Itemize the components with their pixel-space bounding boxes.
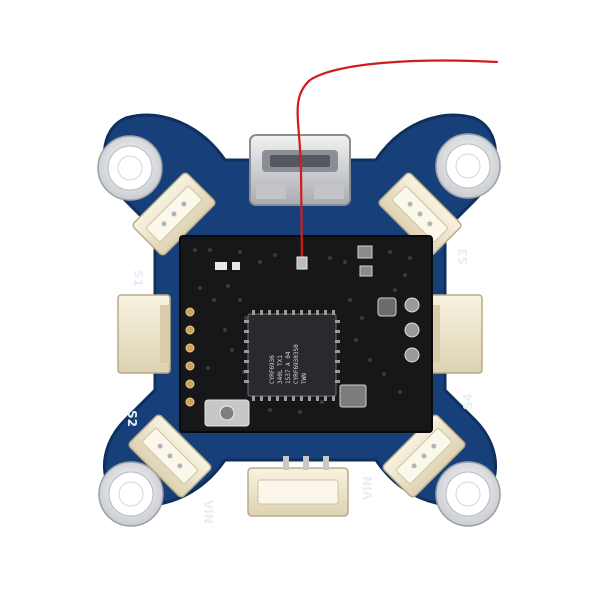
connector-s3 — [378, 172, 462, 256]
connector-right-side — [429, 294, 483, 374]
antenna-solder-point — [296, 256, 308, 270]
mounting-hole-top-right — [435, 133, 501, 199]
connector-s1 — [132, 172, 216, 256]
label-s3: S3 — [456, 248, 470, 265]
connector-s2 — [128, 414, 212, 498]
mounting-hole-bottom-left — [98, 461, 164, 527]
connector-s4 — [382, 414, 466, 498]
connector-vin-bottom — [247, 456, 349, 517]
label-s4: S4 — [461, 393, 475, 410]
mounting-hole-top-left — [97, 135, 163, 201]
chip-marking-line-3: 1537 A 04 — [285, 351, 292, 384]
chip-marking-line-2: 340L TX1 — [277, 355, 284, 384]
antenna-wire — [296, 59, 499, 264]
label-vin-right: VIN — [361, 476, 375, 500]
label-vin-left: VIN — [201, 500, 215, 524]
connector-left-side — [117, 294, 171, 374]
label-s2: S2 — [125, 410, 139, 427]
mounting-hole-bottom-right — [435, 461, 501, 527]
label-s1: S1 — [131, 270, 145, 287]
chip-marking-line-1: CYRF6936 — [269, 355, 276, 384]
chip-marking-line-4: CYRF69303S0 — [293, 344, 300, 384]
main-chip: CYRF6936 340L TX1 1537 A 04 CYRF69303S0 … — [244, 310, 340, 401]
chip-marking-line-5: TWN — [301, 373, 308, 384]
